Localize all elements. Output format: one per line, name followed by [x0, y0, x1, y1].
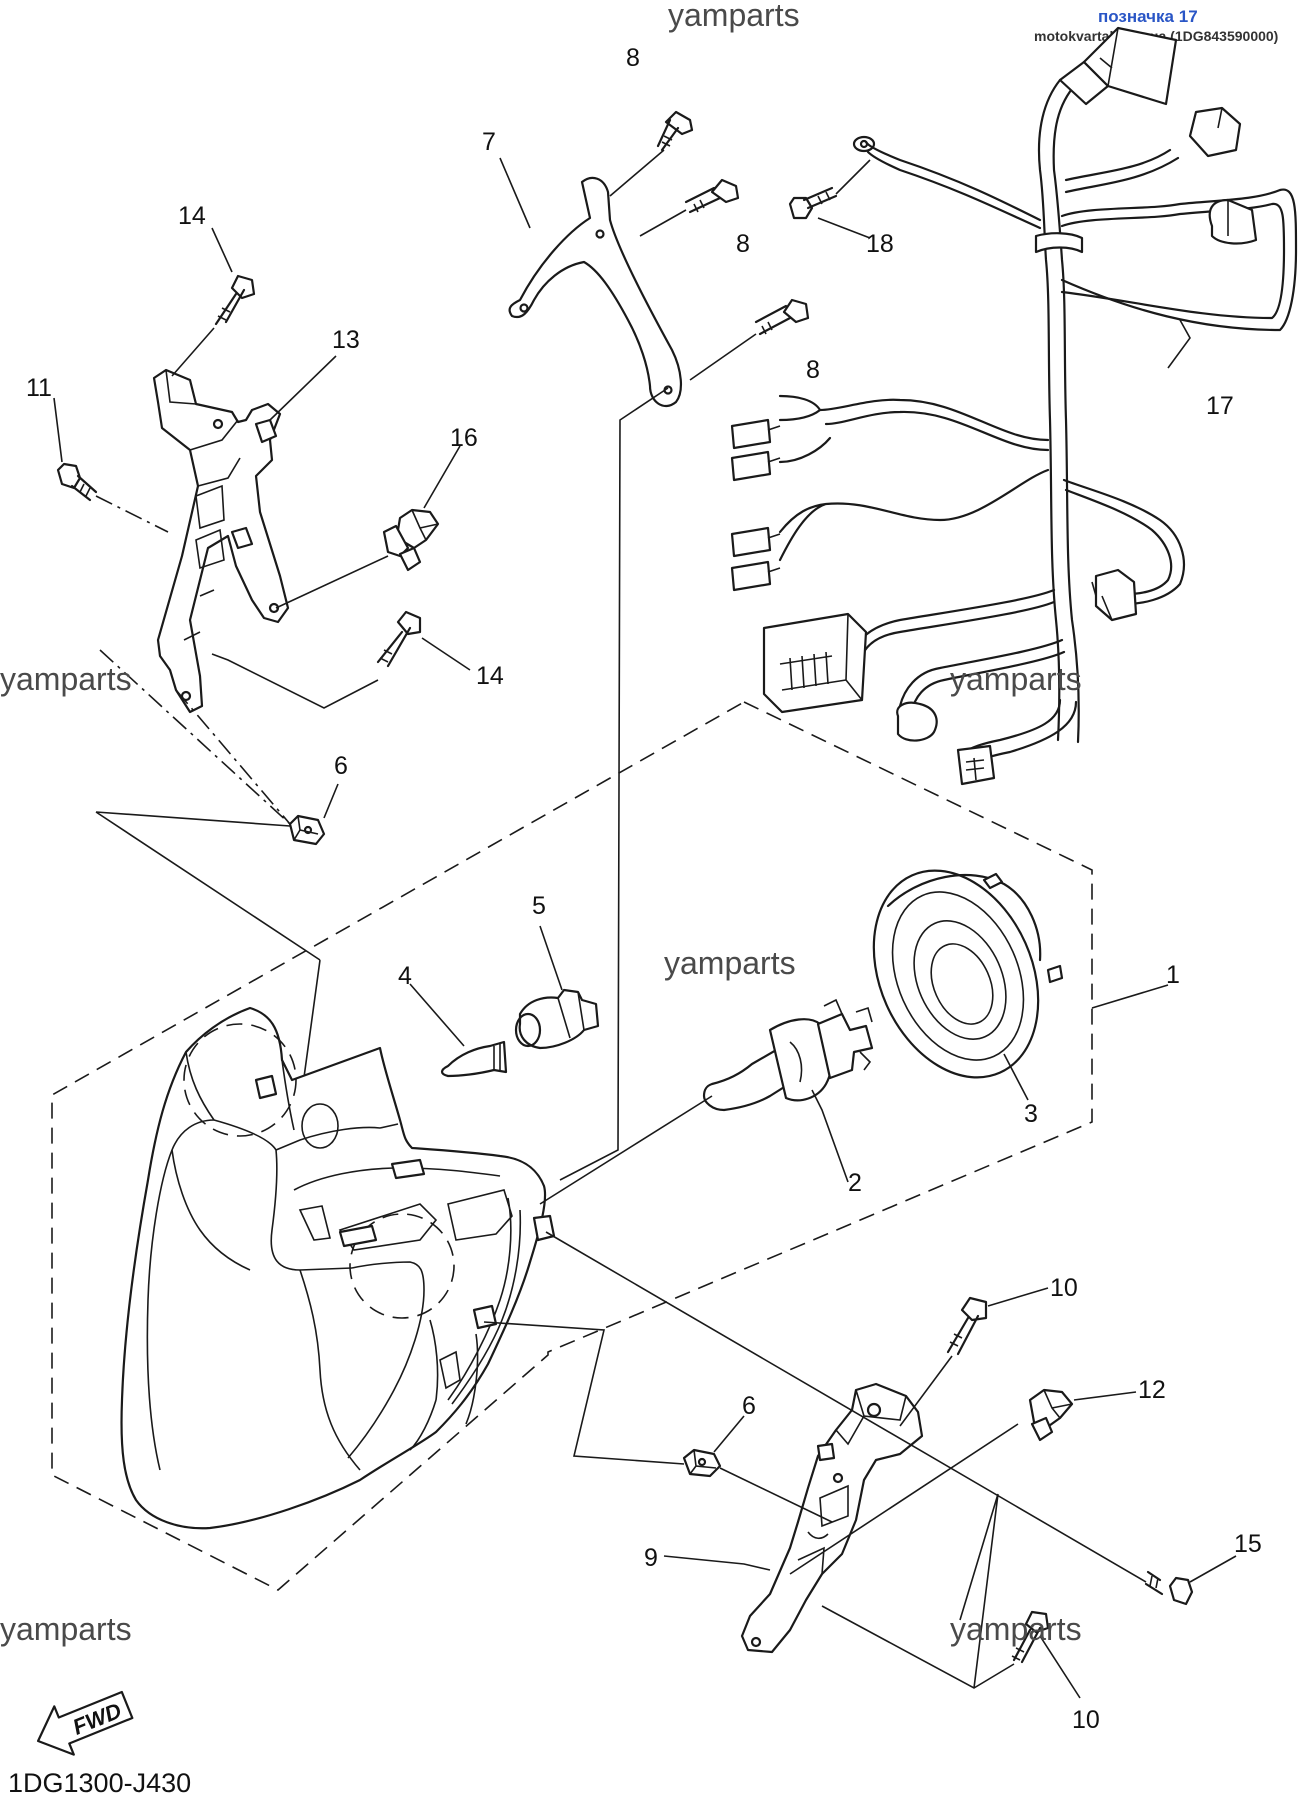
part-8-bolt-c[interactable]	[754, 298, 810, 336]
callout-16: 16	[450, 424, 478, 452]
fwd-arrow-icon: FWD	[36, 1690, 134, 1756]
routing-line-6a	[95, 811, 321, 1093]
leader-3	[1003, 1053, 1029, 1101]
callout-6-right: 6	[742, 1392, 756, 1420]
watermark: yamparts	[950, 661, 1082, 697]
leader-8c	[689, 333, 757, 381]
leader-15	[1189, 1555, 1237, 1583]
callout-4: 4	[398, 962, 412, 990]
leader-5	[539, 925, 563, 991]
part-13-bracket[interactable]	[152, 368, 290, 714]
leader-6b	[713, 1415, 745, 1453]
leader-13	[269, 355, 337, 421]
part-10-bolt-a[interactable]	[946, 1296, 988, 1356]
callout-10-b: 10	[1072, 1706, 1100, 1734]
routing-line-16	[275, 555, 389, 609]
callout-8-b: 8	[736, 230, 750, 258]
headlight-housing[interactable]	[120, 1006, 556, 1530]
callout-3: 3	[1024, 1100, 1038, 1128]
callout-18: 18	[866, 230, 894, 258]
callout-13: 13	[332, 326, 360, 354]
callout-14-b: 14	[476, 662, 504, 690]
routing-line-14b	[211, 653, 379, 709]
diagram-code: 1DG1300-J430	[8, 1768, 191, 1798]
leader-1	[1091, 984, 1169, 1009]
callout-1: 1	[1166, 961, 1180, 989]
part-12-clip[interactable]	[1028, 1388, 1074, 1442]
leader-9	[663, 1555, 771, 1571]
leader-14a2	[171, 327, 215, 377]
callout-8-c: 8	[806, 356, 820, 384]
callout-7: 7	[482, 128, 496, 156]
leader-16	[423, 445, 461, 509]
leader-8a	[609, 149, 665, 197]
dashline-13	[175, 689, 291, 825]
part-4-bulb[interactable]	[440, 1040, 508, 1078]
routing-line-2	[539, 1095, 713, 1205]
part-17-wire-harness[interactable]	[730, 26, 1298, 786]
leader-14b	[421, 637, 471, 671]
watermark: yamparts	[664, 945, 796, 981]
leader-6a	[323, 783, 339, 819]
part-9-bracket[interactable]	[740, 1382, 924, 1654]
part-16-clip[interactable]	[382, 508, 440, 572]
part-2-headlight-bulb[interactable]	[702, 998, 874, 1112]
callout-9: 9	[644, 1544, 658, 1572]
part-3-ring[interactable]	[843, 844, 1070, 1103]
part-7-bracket[interactable]	[508, 176, 682, 408]
leader-17	[1167, 319, 1191, 369]
dashline-11	[95, 495, 169, 533]
routing-line-12	[789, 1423, 1019, 1575]
callout-5: 5	[532, 892, 546, 920]
callout-8-a: 8	[626, 44, 640, 72]
callout-14-a: 14	[178, 202, 206, 230]
headlight-assembly-outline	[51, 701, 1093, 1591]
leader-4	[409, 983, 465, 1047]
routing-line-6b	[483, 1321, 685, 1465]
routing-line-15	[545, 1231, 1147, 1583]
leader-10b	[1039, 1635, 1081, 1699]
part-6-nut-left[interactable]	[288, 814, 326, 846]
leader-2	[811, 1089, 849, 1183]
leader-10a	[987, 1287, 1049, 1307]
part-15-bolt[interactable]	[1144, 1570, 1194, 1606]
badge-link[interactable]: позначка 17	[1098, 7, 1198, 26]
part-11-bolt[interactable]	[56, 462, 98, 502]
part-10-bolt-b[interactable]	[1011, 1610, 1050, 1664]
callout-10-a: 10	[1050, 1274, 1078, 1302]
routing-line-7	[559, 387, 669, 1181]
leader-18	[835, 159, 871, 195]
leader-12	[1073, 1391, 1137, 1401]
callout-12: 12	[1138, 1376, 1166, 1404]
part-5-socket[interactable]	[514, 988, 600, 1050]
leader-8a2	[639, 209, 687, 237]
part-8-bolt-a[interactable]	[656, 110, 694, 152]
leader-14a	[211, 227, 233, 273]
callout-11: 11	[26, 374, 52, 402]
callout-15: 15	[1234, 1530, 1262, 1558]
watermark: yamparts	[0, 1611, 132, 1647]
leader-18b	[817, 217, 871, 239]
watermark: yamparts	[0, 661, 132, 697]
part-6-nut-right[interactable]	[682, 1448, 722, 1478]
routing-line-10a	[899, 1355, 953, 1427]
callout-2: 2	[848, 1169, 862, 1197]
callout-17: 17	[1206, 392, 1234, 420]
part-18-bolt[interactable]	[788, 186, 838, 220]
watermark: yamparts	[950, 1611, 1082, 1647]
part-14-bolt-a[interactable]	[214, 274, 256, 326]
routing-line-6b2	[719, 1467, 833, 1523]
part-8-bolt-b[interactable]	[684, 178, 740, 214]
part-14-bolt-b[interactable]	[376, 610, 422, 668]
routing-line-10c	[959, 1493, 999, 1689]
watermark-top: yamparts	[668, 0, 800, 33]
dashline-6a	[99, 649, 291, 825]
leader-11	[53, 397, 63, 463]
leader-7	[499, 157, 531, 229]
callout-6-left: 6	[334, 752, 348, 780]
